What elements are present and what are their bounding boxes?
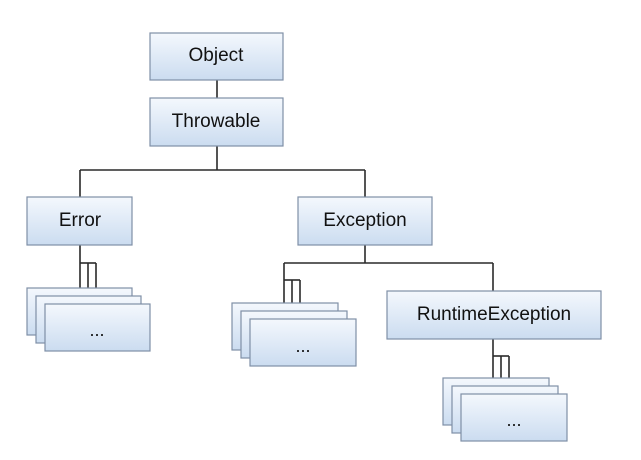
error-label: Error: [59, 210, 102, 231]
exception-subclasses-ellipsis: ...: [295, 336, 310, 356]
runtime-exception-label: RuntimeException: [417, 304, 571, 325]
error-node: Error: [26, 196, 133, 246]
runtime-exception-subclasses-ellipsis: ...: [506, 410, 521, 430]
object-node: Object: [149, 32, 284, 81]
runtime-exception-subclasses-stack: ...: [442, 377, 568, 442]
runtime-exception-node: RuntimeException: [386, 290, 602, 340]
exception-node: Exception: [297, 196, 433, 246]
throwable-label: Throwable: [172, 111, 261, 132]
object-label: Object: [189, 45, 245, 66]
error-subclasses-stack: ...: [26, 287, 151, 352]
error-subclasses-ellipsis: ...: [89, 320, 104, 340]
exception-subclasses-stack: ...: [231, 302, 357, 367]
throwable-node: Throwable: [149, 97, 284, 147]
exception-label: Exception: [323, 210, 406, 231]
